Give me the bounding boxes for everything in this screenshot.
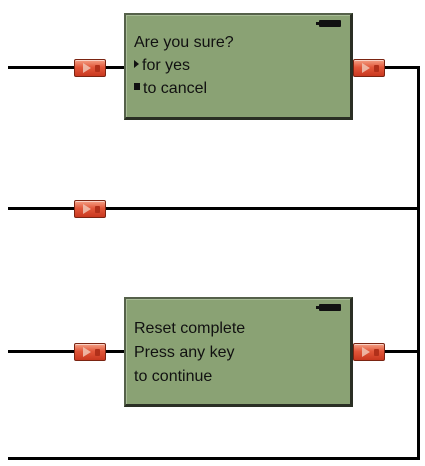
connector-icon <box>74 343 106 361</box>
stop-icon <box>134 83 140 91</box>
lcd-screen-confirm: Are you sure? for yes to cancel <box>124 13 353 120</box>
wire-bottom <box>8 457 420 460</box>
connector-icon <box>353 343 385 361</box>
wire-top-left <box>8 66 126 69</box>
screen-line-3: to continue <box>134 368 213 385</box>
screen-line-1: Reset complete <box>134 320 246 337</box>
screen-line-2: Press any key <box>134 344 235 361</box>
connector-icon <box>74 200 106 218</box>
wire-lower-left <box>8 350 126 353</box>
play-icon <box>134 59 139 68</box>
battery-icon <box>316 20 341 27</box>
lcd-screen-reset: Reset complete Press any key to continue <box>124 297 353 407</box>
connector-icon <box>353 59 385 77</box>
wire-lower-right <box>352 350 420 353</box>
wire-vertical-right <box>417 66 420 460</box>
screen-option-cancel: to cancel <box>134 79 207 99</box>
battery-icon <box>316 304 341 311</box>
wire-top-right <box>352 66 420 69</box>
wire-middle <box>8 207 420 210</box>
option-label: to cancel <box>143 80 208 97</box>
screen-title: Are you sure? <box>134 34 234 51</box>
screen-option-yes: for yes <box>134 56 190 76</box>
connector-icon <box>74 59 106 77</box>
option-label: for yes <box>142 57 191 74</box>
